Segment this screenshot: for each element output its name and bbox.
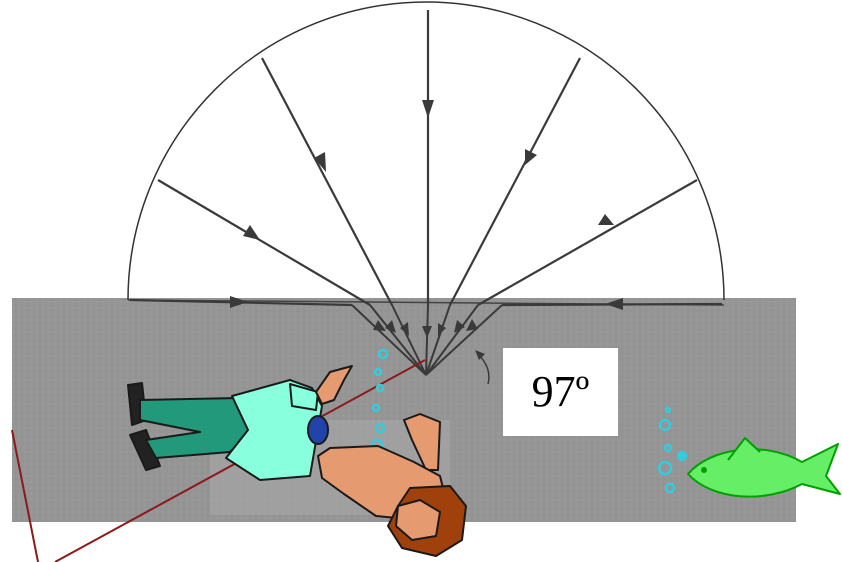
diver-head xyxy=(308,416,328,444)
incident-arrowheads xyxy=(230,100,623,310)
ray-above-2 xyxy=(262,58,392,305)
incident-rays xyxy=(130,10,722,305)
angle-label: 97º xyxy=(532,370,590,414)
bubble xyxy=(678,452,686,460)
ray-above-3 xyxy=(158,180,370,305)
angle-label-box: 97º xyxy=(503,348,618,436)
ray-above-6 xyxy=(478,180,697,305)
sky-dome-arc xyxy=(128,2,724,300)
arrowhead-1 xyxy=(422,100,434,118)
arrowhead-3 xyxy=(243,225,260,240)
arrowhead-6 xyxy=(598,214,614,225)
fish-eye xyxy=(701,467,707,473)
ray-above-5 xyxy=(450,58,580,305)
